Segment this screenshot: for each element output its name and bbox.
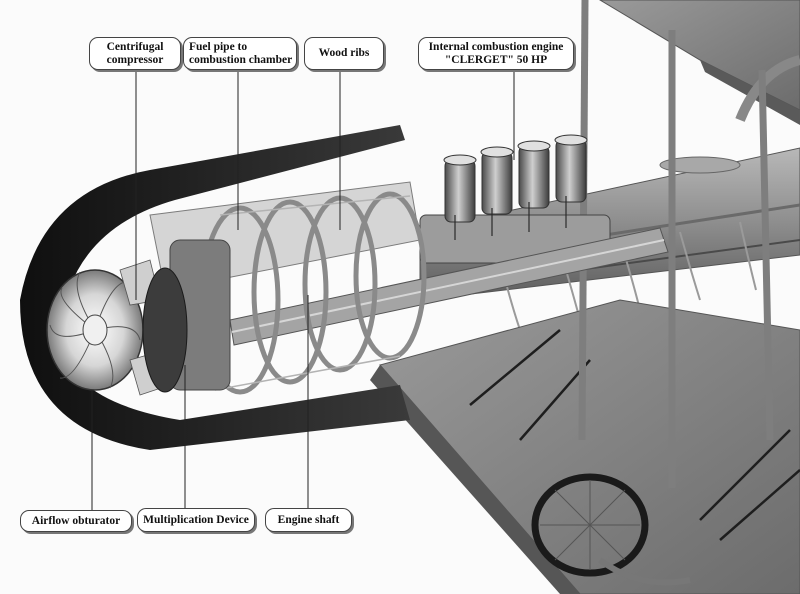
label-line: Engine shaft [277, 513, 340, 526]
label-line: Internal combustion engine [428, 40, 564, 53]
label-line: combustion chamber [189, 53, 293, 66]
label-engine-shaft: Engine shaft [265, 508, 352, 532]
clerget-engine [419, 134, 611, 264]
multiplication-gear [142, 267, 188, 393]
label-line: Multiplication Device [143, 513, 249, 526]
label-engine: Internal combustion engine "CLERGET" 50 … [418, 37, 574, 70]
label-fuel-pipe: Fuel pipe to combustion chamber [183, 37, 297, 70]
label-line: Wood ribs [318, 47, 370, 59]
lower-wing [370, 299, 800, 594]
label-centrifugal-compressor: Centrifugal compressor [89, 37, 181, 70]
landing-wheel [531, 473, 691, 586]
label-line: compressor [106, 53, 164, 66]
label-line: "CLERGET" 50 HP [444, 53, 548, 66]
leader-lines [91, 70, 515, 510]
label-line: Airflow obturator [31, 514, 121, 527]
upper-wing [599, 0, 800, 125]
label-line: Fuel pipe to [189, 40, 248, 53]
label-multiplication-device: Multiplication Device [137, 508, 255, 532]
label-wood-ribs: Wood ribs [304, 37, 384, 70]
label-line: Centrifugal [106, 40, 164, 53]
shaft [229, 227, 669, 346]
label-airflow-obturator: Airflow obturator [20, 510, 132, 532]
